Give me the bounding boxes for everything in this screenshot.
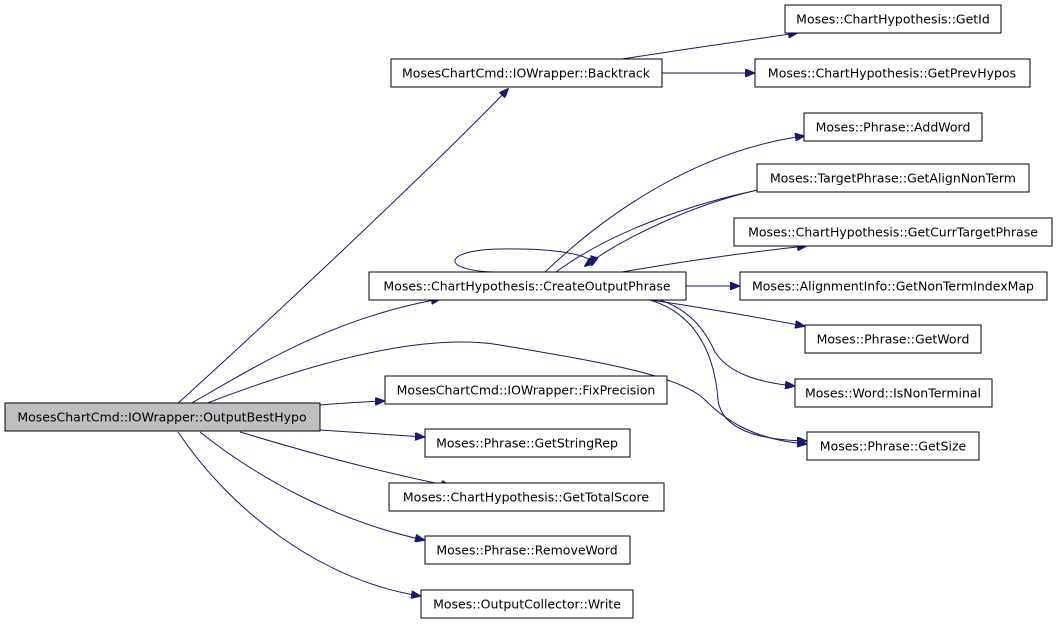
node-remove-word[interactable]: Moses::Phrase::RemoveWord bbox=[424, 535, 631, 565]
edge-createoutputphrase-getword bbox=[649, 299, 804, 326]
node-output-best-hypo[interactable]: MosesChartCmd::IOWrapper::OutputBestHypo bbox=[4, 402, 321, 432]
node-get-id[interactable]: Moses::ChartHypothesis::GetId bbox=[784, 4, 1002, 34]
node-get-align-non-term[interactable]: Moses::TargetPhrase::GetAlignNonTerm bbox=[756, 163, 1030, 193]
edge-outputbesthypo-write bbox=[177, 431, 420, 596]
node-label: Moses::ChartHypothesis::GetTotalScore bbox=[403, 490, 650, 505]
node-backtrack[interactable]: MosesChartCmd::IOWrapper::Backtrack bbox=[390, 58, 663, 88]
edge-outputbesthypo-backtrack bbox=[175, 89, 508, 406]
edge-createoutputphrase-self bbox=[454, 248, 592, 273]
edge-createoutputphrase-getalignnonterm bbox=[555, 189, 759, 273]
node-label: Moses::Word::IsNonTerminal bbox=[805, 386, 981, 401]
node-label: MosesChartCmd::IOWrapper::FixPrecision bbox=[397, 383, 656, 398]
node-label: Moses::Phrase::GetSize bbox=[820, 439, 967, 454]
node-get-total-score[interactable]: Moses::ChartHypothesis::GetTotalScore bbox=[388, 482, 665, 512]
node-get-non-term-index-map[interactable]: Moses::AlignmentInfo::GetNonTermIndexMap bbox=[739, 271, 1048, 301]
edge-outputbesthypo-getsize bbox=[204, 341, 806, 444]
edge-outputbesthypo-gettotalscore bbox=[239, 431, 450, 486]
edge-outputbesthypo-fixprecision bbox=[319, 401, 384, 406]
node-label: Moses::TargetPhrase::GetAlignNonTerm bbox=[770, 171, 1016, 186]
node-label: Moses::Phrase::RemoveWord bbox=[436, 543, 617, 558]
edge-createoutputphrase-addword bbox=[544, 136, 804, 273]
node-label: Moses::OutputCollector::Write bbox=[433, 597, 621, 612]
node-label: Moses::Phrase::GetWord bbox=[817, 332, 970, 347]
node-label: Moses::ChartHypothesis::GetId bbox=[796, 12, 990, 27]
node-label: Moses::Phrase::GetStringRep bbox=[436, 436, 618, 451]
node-get-size[interactable]: Moses::Phrase::GetSize bbox=[806, 431, 980, 461]
node-get-prev-hypos[interactable]: Moses::ChartHypothesis::GetPrevHypos bbox=[754, 58, 1031, 88]
node-label: MosesChartCmd::IOWrapper::Backtrack bbox=[402, 66, 651, 81]
edge-createoutputphrase-getcurrtargetphrase bbox=[621, 246, 806, 273]
node-get-word[interactable]: Moses::Phrase::GetWord bbox=[804, 324, 982, 354]
edge-createoutputphrase-getsize bbox=[649, 299, 806, 441]
node-label: Moses::ChartHypothesis::GetCurrTargetPhr… bbox=[748, 225, 1038, 240]
edge-outputbesthypo-removeword bbox=[199, 431, 424, 540]
node-label: MosesChartCmd::IOWrapper::OutputBestHypo bbox=[17, 410, 306, 425]
edge-createoutputphrase-isnonterminal bbox=[659, 299, 794, 386]
node-get-string-rep[interactable]: Moses::Phrase::GetStringRep bbox=[424, 428, 631, 458]
nodes: MosesChartCmd::IOWrapper::OutputBestHypo… bbox=[4, 4, 1053, 619]
node-label: Moses::Phrase::AddWord bbox=[816, 120, 971, 135]
edges bbox=[175, 33, 806, 596]
edge-outputbesthypo-createoutputphrase bbox=[189, 299, 440, 405]
node-label: Moses::ChartHypothesis::CreateOutputPhra… bbox=[383, 279, 670, 294]
node-write[interactable]: Moses::OutputCollector::Write bbox=[420, 589, 634, 619]
node-label: Moses::AlignmentInfo::GetNonTermIndexMap bbox=[752, 279, 1034, 294]
node-add-word[interactable]: Moses::Phrase::AddWord bbox=[803, 112, 983, 142]
node-get-curr-target-phrase[interactable]: Moses::ChartHypothesis::GetCurrTargetPhr… bbox=[733, 217, 1053, 247]
edge-backtrack-getid bbox=[621, 33, 797, 60]
node-create-output-phrase[interactable]: Moses::ChartHypothesis::CreateOutputPhra… bbox=[368, 271, 687, 301]
edge-outputbesthypo-getstringrep bbox=[319, 429, 424, 437]
node-is-non-terminal[interactable]: Moses::Word::IsNonTerminal bbox=[794, 378, 993, 408]
node-fix-precision[interactable]: MosesChartCmd::IOWrapper::FixPrecision bbox=[384, 375, 668, 405]
node-label: Moses::ChartHypothesis::GetPrevHypos bbox=[768, 66, 1016, 81]
